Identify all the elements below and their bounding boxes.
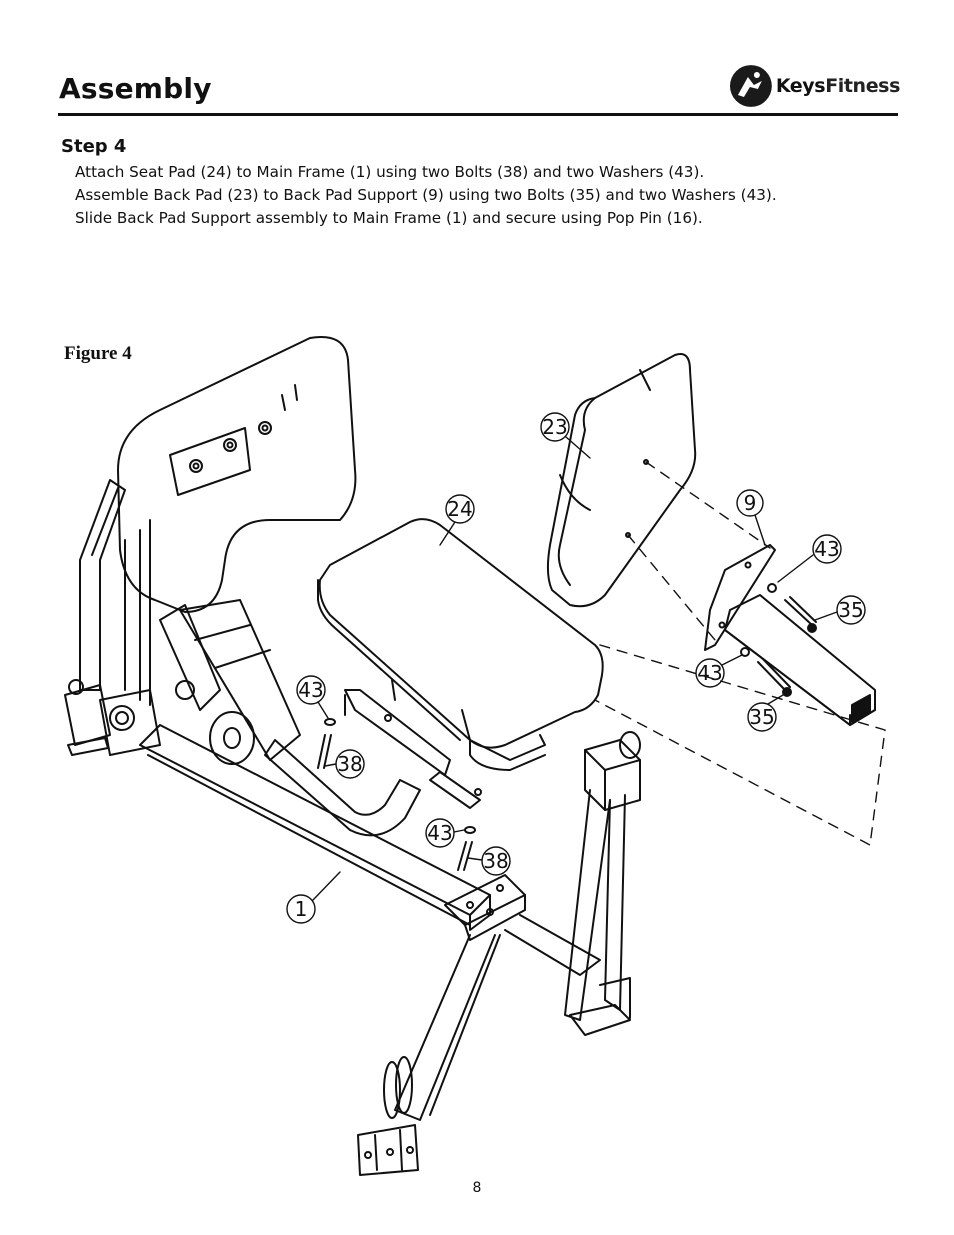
front-leg (357, 874, 526, 1176)
callout-1: 1 (286, 871, 341, 924)
callout-35-upper: 35 (814, 595, 866, 625)
svg-text:35: 35 (838, 598, 863, 622)
callout-43-middle: 43 (695, 654, 743, 688)
header-divider (58, 113, 898, 116)
svg-text:24: 24 (447, 497, 472, 521)
seat-pad (317, 518, 604, 796)
svg-text:43: 43 (427, 821, 452, 845)
runner-logo-icon (729, 65, 772, 107)
svg-text:23: 23 (542, 415, 567, 439)
callout-43-seat-right: 43 (425, 818, 465, 848)
footplate-arm (179, 599, 301, 765)
main-frame (139, 724, 601, 976)
figure-label: Figure 4 (64, 343, 132, 364)
back-pad-post (564, 731, 641, 1036)
callout-23: 23 (540, 412, 591, 459)
svg-text:9: 9 (744, 491, 757, 515)
svg-text:35: 35 (749, 705, 774, 729)
callout-35-lower: 35 (747, 694, 784, 732)
callout-38-seat-right: 38 (467, 846, 511, 876)
svg-text:38: 38 (337, 752, 362, 776)
step-heading: Step 4 (61, 136, 127, 157)
instruction-line: Assemble Back Pad (23) to Back Pad Suppo… (75, 186, 777, 204)
back-pad (546, 353, 697, 608)
svg-text:43: 43 (697, 661, 722, 685)
page-title: Assembly (59, 72, 212, 105)
callout-24: 24 (439, 494, 475, 546)
callout-38-seat-left: 38 (324, 749, 365, 779)
callout-9: 9 (736, 489, 766, 546)
svg-text:43: 43 (298, 678, 323, 702)
left-upright-frame (64, 479, 221, 756)
svg-text:43: 43 (814, 537, 839, 561)
callout-43-upper: 43 (777, 534, 842, 583)
assembly-diagram: 23 24 9 43 35 43 35 (64, 336, 886, 1176)
instruction-line: Attach Seat Pad (24) to Main Frame (1) u… (75, 163, 705, 181)
svg-text:1: 1 (295, 897, 308, 921)
logo-wordmark: KeysFitness (775, 75, 901, 97)
part-callouts: 23 24 9 43 35 43 35 (286, 412, 866, 924)
alignment-lines (594, 461, 886, 846)
step-instructions: Attach Seat Pad (24) to Main Frame (1) u… (75, 161, 777, 230)
keys-fitness-logo: KeysFitness (728, 62, 900, 110)
support-hardware (740, 583, 817, 697)
svg-text:38: 38 (483, 849, 508, 873)
instruction-line: Slide Back Pad Support assembly to Main … (75, 209, 703, 227)
page-number: 8 (472, 1180, 482, 1196)
seat-hardware (317, 718, 476, 871)
leg-extension-arm (264, 689, 481, 837)
callout-43-seat-left: 43 (296, 675, 329, 719)
footplate (117, 336, 357, 613)
